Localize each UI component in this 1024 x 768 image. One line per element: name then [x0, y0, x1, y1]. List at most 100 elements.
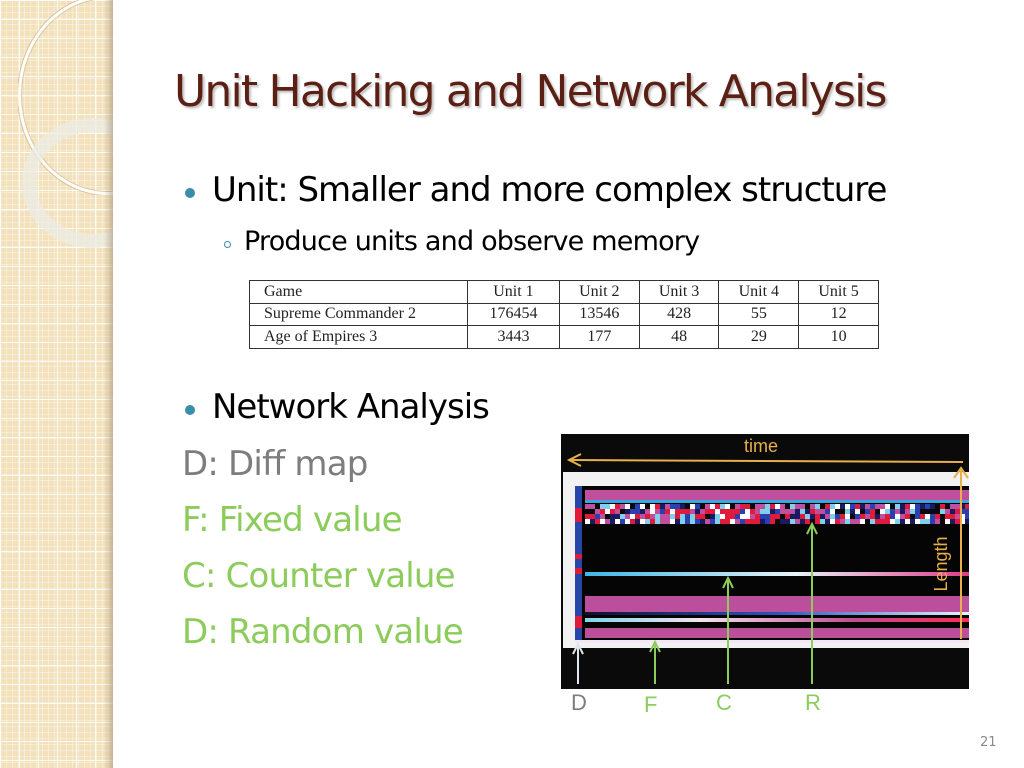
band-edge [585, 500, 969, 503]
random-pixel [680, 509, 685, 514]
random-pixel [630, 504, 635, 509]
random-pixel [770, 514, 775, 519]
table-header-cell: Unit 3 [638, 280, 720, 304]
random-pixel [685, 504, 690, 509]
random-pixel [665, 519, 670, 524]
random-pixel [755, 504, 760, 509]
random-pixel [655, 514, 660, 519]
marker-label-r: R [805, 690, 821, 715]
random-pixel [645, 504, 650, 509]
random-pixel [645, 519, 650, 524]
random-pixel [640, 519, 645, 524]
random-pixel [635, 509, 640, 514]
memory-diff-figure: time Length [561, 434, 969, 689]
random-pixel [715, 509, 720, 514]
random-pixel [830, 514, 835, 519]
random-pixel [835, 519, 840, 524]
random-pixel [590, 519, 595, 524]
random-pixel [595, 519, 600, 524]
random-pixel [740, 504, 745, 509]
random-pixel [735, 519, 740, 524]
random-pixel [805, 509, 810, 514]
random-pixel [755, 509, 760, 514]
random-pixel [760, 509, 765, 514]
random-pixel [610, 504, 615, 509]
random-pixel [775, 514, 780, 519]
random-pixel [845, 509, 850, 514]
random-pixel [745, 509, 750, 514]
random-pixel [940, 509, 945, 514]
random-pixel [670, 519, 675, 524]
random-pixel [620, 514, 625, 519]
random-pixel [820, 519, 825, 524]
random-pixel [935, 514, 940, 519]
random-pixel [660, 519, 665, 524]
fixed-band [585, 628, 969, 638]
random-pixel [780, 514, 785, 519]
random-pixel [830, 509, 835, 514]
random-pixel [815, 509, 820, 514]
table-cell: 177 [558, 325, 640, 349]
table-cell: 29 [718, 325, 800, 349]
random-pixel [730, 514, 735, 519]
random-pixel [685, 519, 690, 524]
random-pixel [865, 519, 870, 524]
random-pixel [920, 504, 925, 509]
random-pixel [870, 509, 875, 514]
random-pixel [870, 504, 875, 509]
random-pixel [650, 519, 655, 524]
random-pixel [765, 519, 770, 524]
random-pixel [790, 504, 795, 509]
random-pixel [620, 509, 625, 514]
random-pixel [745, 514, 750, 519]
fixed-band [585, 490, 969, 500]
table-cell: 48 [638, 325, 720, 349]
random-pixel [890, 519, 895, 524]
random-pixel [600, 509, 605, 514]
random-pixel [885, 509, 890, 514]
random-pixel [750, 504, 755, 509]
random-pixel [825, 509, 830, 514]
random-pixel [820, 504, 825, 509]
table-header-row: Game Unit 1 Unit 2 Unit 3 Unit 4 Unit 5 [249, 280, 879, 304]
random-pixel [795, 509, 800, 514]
random-pixel [625, 504, 630, 509]
random-pixel [675, 504, 680, 509]
random-pixel [780, 519, 785, 524]
random-pixel [695, 514, 700, 519]
random-pixel [705, 504, 710, 509]
random-pixel [900, 514, 905, 519]
random-pixel [895, 504, 900, 509]
random-pixel [930, 514, 935, 519]
random-pixel [840, 514, 845, 519]
random-pixel [800, 509, 805, 514]
random-pixel [675, 514, 680, 519]
random-pixel [585, 514, 590, 519]
random-pixel [785, 514, 790, 519]
random-pixel [960, 509, 965, 514]
bullet-icon [185, 405, 195, 415]
random-pixel [740, 514, 745, 519]
random-pixel [665, 504, 670, 509]
bullet-unit: Unit: Smaller and more complex structure [212, 170, 887, 210]
random-pixel [905, 519, 910, 524]
legend-random-value: D: Random value [182, 612, 464, 652]
random-pixel [885, 519, 890, 524]
random-pixel [910, 509, 915, 514]
random-pixel [915, 519, 920, 524]
random-pixel [690, 509, 695, 514]
random-pixel [960, 504, 965, 509]
random-pixel [800, 519, 805, 524]
random-pixel [735, 509, 740, 514]
table-header-cell: Game [249, 280, 468, 304]
random-pixel [935, 519, 940, 524]
random-pixel [680, 514, 685, 519]
random-pixel [845, 514, 850, 519]
random-pixel [865, 514, 870, 519]
diff-mark [575, 568, 582, 574]
random-pixel [955, 519, 960, 524]
random-pixel [955, 504, 960, 509]
random-pixel [835, 504, 840, 509]
random-pixel [810, 509, 815, 514]
random-pixel [605, 509, 610, 514]
